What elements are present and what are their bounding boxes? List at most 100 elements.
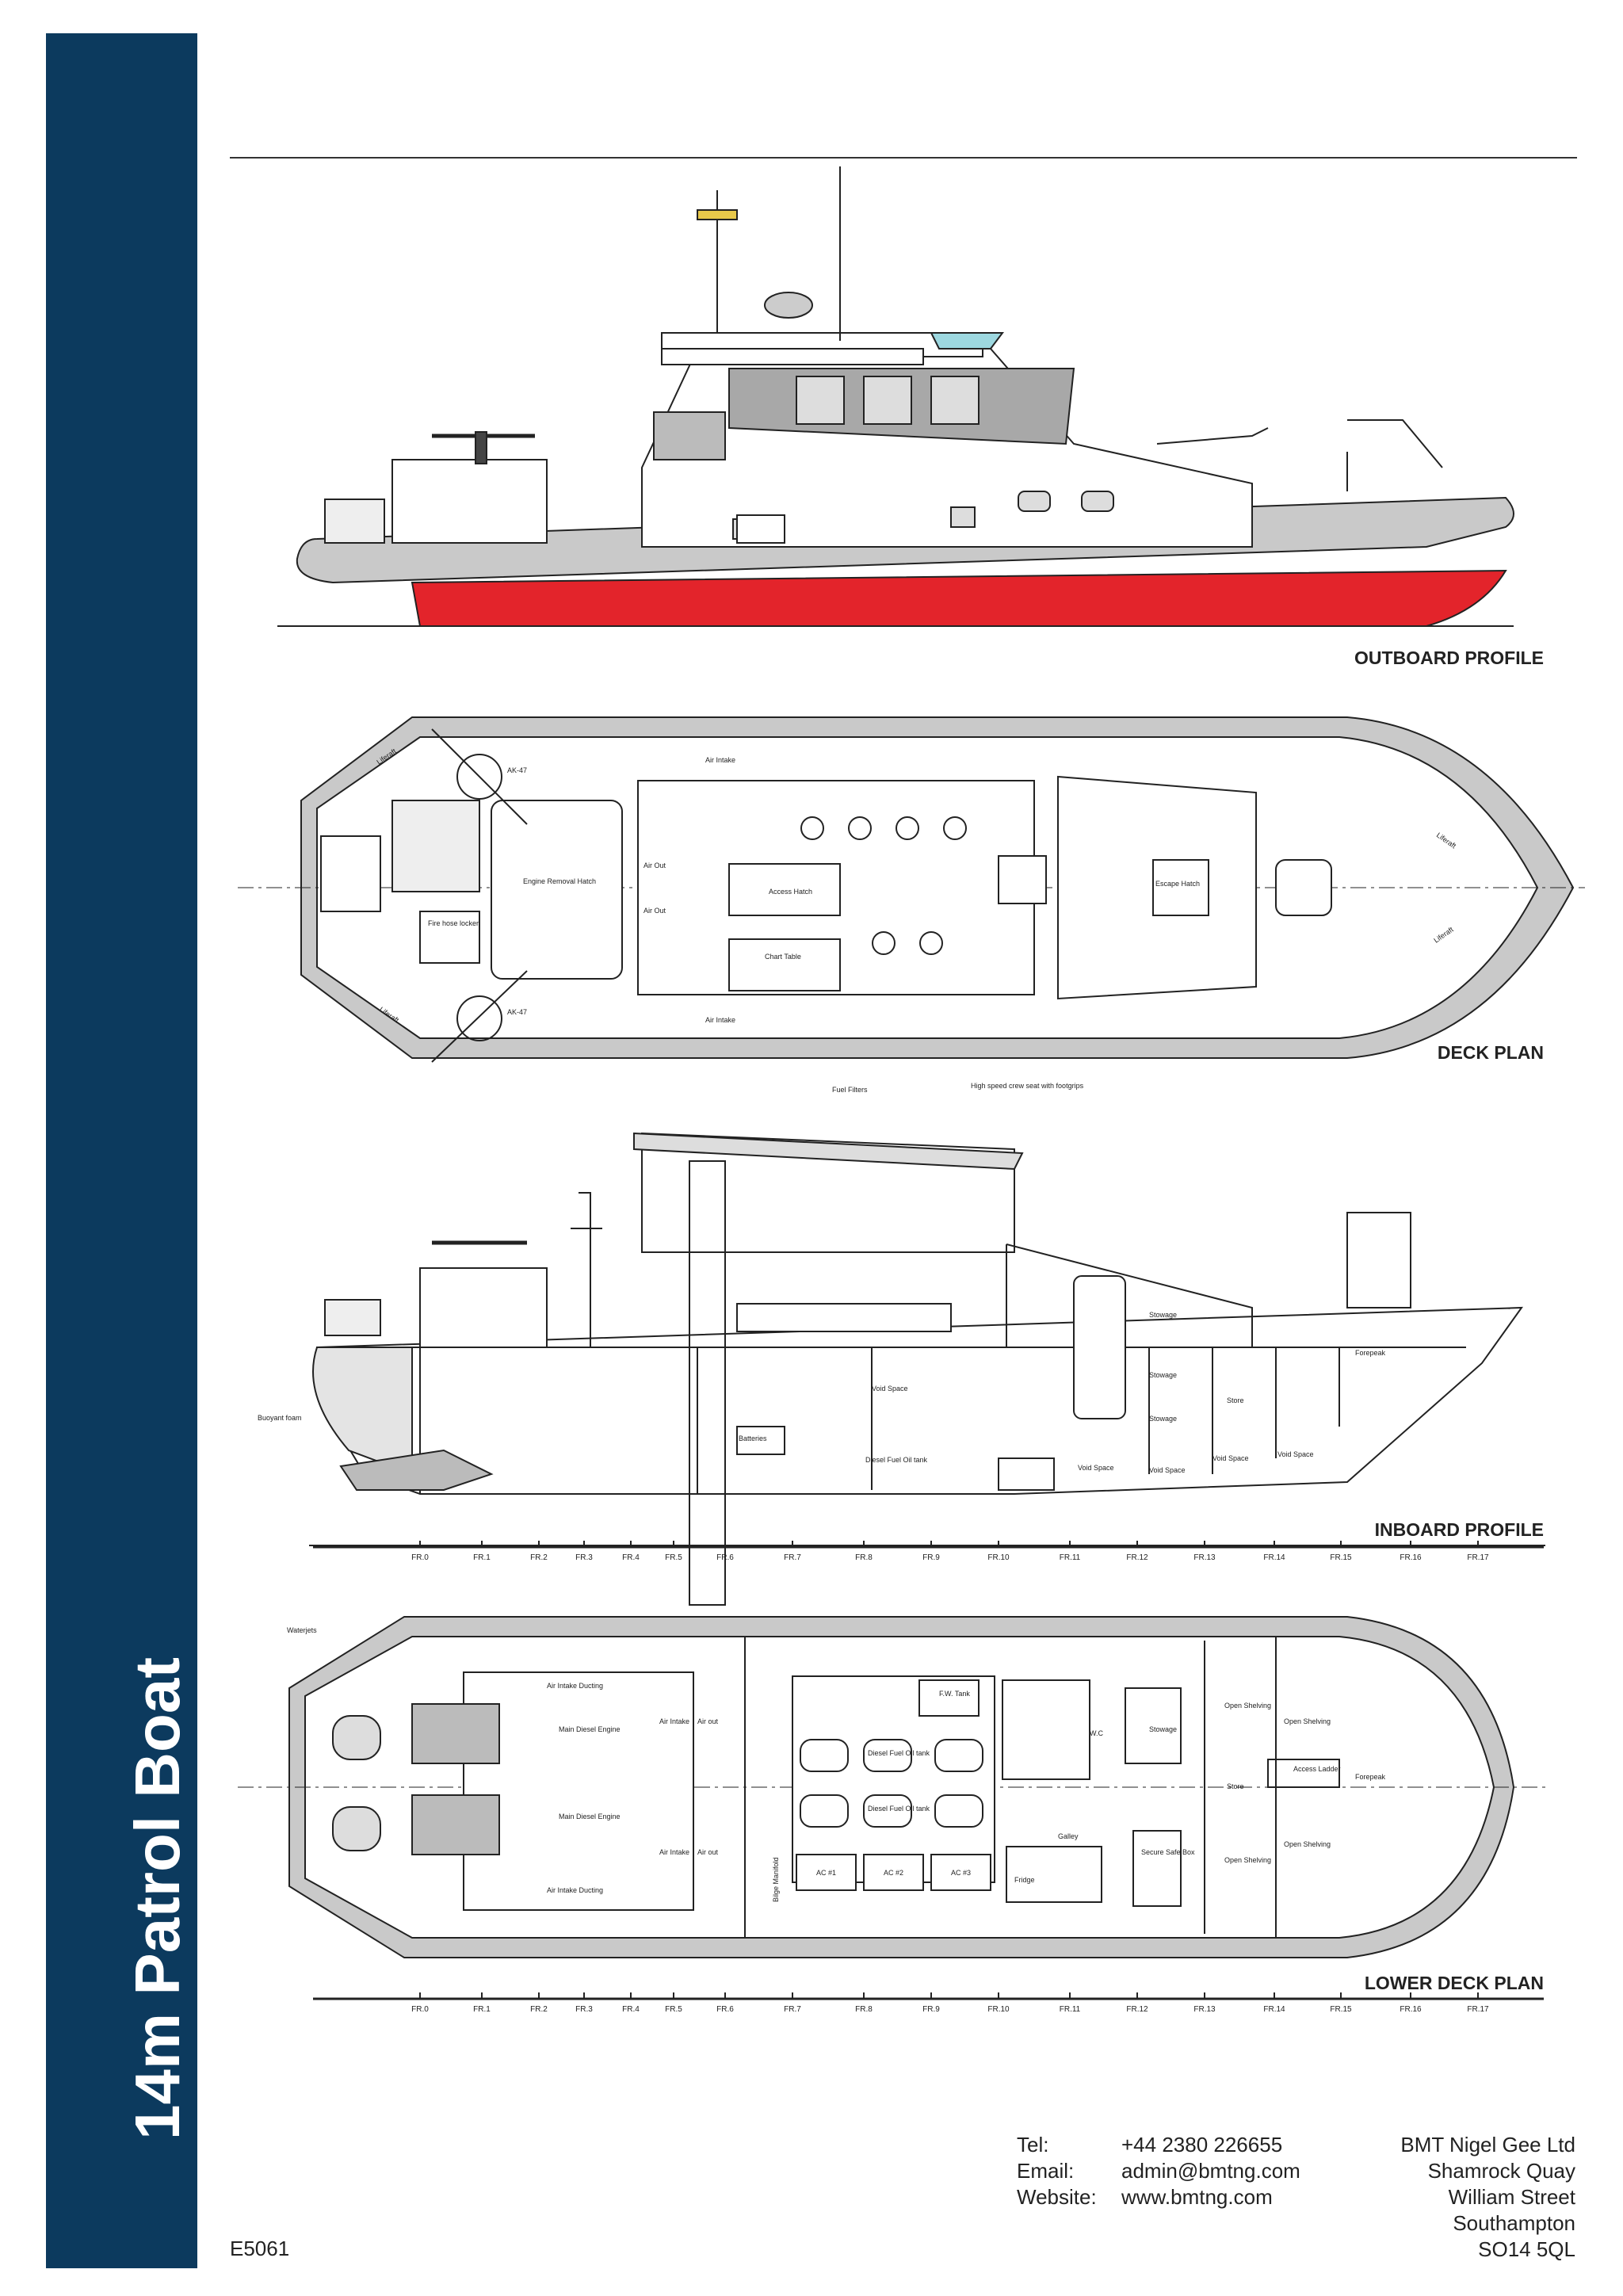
note-air-out: Air out — [697, 1717, 719, 1725]
frame-label: FR.6 — [716, 2005, 734, 2014]
note-engine-removal-hatch: Engine Removal Hatch — [523, 877, 596, 885]
frame-label: FR.10 — [987, 1553, 1010, 1562]
note-diesel-fuel-oil-tank: Diesel Fuel Oil tank — [865, 1456, 928, 1464]
frame-label: FR.9 — [922, 2005, 940, 2014]
frame-label: FR.8 — [855, 2005, 873, 2014]
note-access-ladder: Access Ladder — [1293, 1765, 1341, 1773]
note-fuel-filters: Fuel Filters — [832, 1086, 868, 1094]
note-void-space: Void Space — [1212, 1454, 1249, 1462]
note-open-shelving: Open Shelving — [1224, 1702, 1271, 1710]
note-open-shelving: Open Shelving — [1284, 1840, 1331, 1848]
website-value[interactable]: www.bmtng.com — [1121, 2185, 1273, 2209]
engine-removal-hatch — [491, 800, 623, 980]
note-access-hatch: Access Hatch — [769, 888, 812, 896]
note-fw-tank: F.W. Tank — [939, 1690, 970, 1698]
aft-gun-mount-box — [391, 459, 548, 544]
email-label: Email: — [1017, 2159, 1075, 2183]
frame-label: FR.17 — [1467, 2005, 1489, 2014]
tel-value: +44 2380 226655 — [1121, 2133, 1283, 2157]
frame-label: FR.0 — [411, 1553, 429, 1562]
frame-label: FR.3 — [575, 2005, 593, 2014]
frame-label: FR.17 — [1467, 1553, 1489, 1562]
note-crew-seat: High speed crew seat with footgrips — [971, 1082, 1084, 1090]
sidebar-band — [46, 33, 197, 2268]
outboard-profile-label: OUTBOARD PROFILE — [1354, 648, 1544, 668]
note-chart-table: Chart Table — [765, 953, 801, 961]
frame-label: FR.2 — [530, 1553, 548, 1562]
note-batteries: Batteries — [739, 1435, 767, 1442]
note-void-space: Void Space — [1149, 1466, 1186, 1474]
address-line: SO14 5QL — [1478, 2237, 1575, 2261]
email-value[interactable]: admin@bmtng.com — [1121, 2159, 1300, 2183]
note-air-intake: Air Intake — [705, 1016, 735, 1024]
frame-label: FR.13 — [1193, 2005, 1216, 2014]
note-main-diesel-engine: Main Diesel Engine — [559, 1813, 621, 1820]
note-ac-3: AC #3 — [951, 1869, 971, 1877]
note-void-space: Void Space — [1277, 1450, 1314, 1458]
frame-label: FR.4 — [622, 1553, 640, 1562]
inboard-profile-notes: Buoyant foam Void Space Batteries Diesel… — [258, 1311, 1386, 1474]
note-air-intake: Air Intake — [659, 1717, 689, 1725]
frame-label: FR.5 — [665, 2005, 682, 2014]
note-stowage: Stowage — [1149, 1311, 1177, 1319]
frame-label: FR.1 — [473, 2005, 491, 2014]
inboard-profile-label: INBOARD PROFILE — [1375, 1519, 1544, 1540]
note-main-diesel-engine: Main Diesel Engine — [559, 1725, 621, 1733]
note-void-space: Void Space — [1078, 1464, 1114, 1472]
frame-label: FR.12 — [1126, 1553, 1148, 1562]
note-forepeak: Forepeak — [1355, 1773, 1386, 1781]
frame-label: FR.3 — [575, 1553, 593, 1562]
frame-label: FR.13 — [1193, 1553, 1216, 1562]
frame-label: FR.10 — [987, 2005, 1010, 2014]
frame-label: FR.12 — [1126, 2005, 1148, 2014]
frame-label: FR.16 — [1400, 2005, 1422, 2014]
frame-label: FR.6 — [716, 1553, 734, 1562]
website-label: Website: — [1017, 2185, 1097, 2209]
address-line: Shamrock Quay — [1427, 2159, 1575, 2183]
note-air-intake-ducting: Air Intake Ducting — [547, 1682, 603, 1690]
note-fire-hose-locker: Fire hose locker — [428, 919, 479, 927]
lower-deck-plan-drawing — [238, 1616, 1545, 1958]
note-wc: W.C — [1090, 1729, 1103, 1737]
contact-labels: Tel: Email: Website: — [1017, 2132, 1097, 2210]
frame-label: FR.8 — [855, 1553, 873, 1562]
note-air-intake: Air Intake — [705, 756, 735, 764]
company-address: BMT Nigel Gee Ltd Shamrock Quay William … — [1400, 2132, 1575, 2263]
note-store: Store — [1227, 1782, 1244, 1790]
lower-deck-plan-notes: Waterjets Air Intake Ducting Air Intake … — [287, 1626, 1386, 1902]
frame-label: FR.0 — [411, 2005, 429, 2014]
note-open-shelving: Open Shelving — [1284, 1717, 1331, 1725]
frame-label: FR.11 — [1060, 2005, 1081, 2014]
note-stowage: Stowage — [1149, 1371, 1177, 1379]
note-galley: Galley — [1058, 1832, 1079, 1840]
frame-label: FR.14 — [1263, 1553, 1285, 1562]
note-escape-hatch: Escape Hatch — [1155, 880, 1200, 888]
note-fridge: Fridge — [1014, 1876, 1035, 1884]
contact-values: +44 2380 226655 admin@bmtng.com www.bmtn… — [1121, 2132, 1300, 2210]
note-ac-2: AC #2 — [884, 1869, 903, 1877]
note-diesel-fuel-oil-tank: Diesel Fuel Oil tank — [868, 1749, 930, 1757]
note-void-space: Void Space — [872, 1385, 908, 1392]
note-secure-safe-box: Secure Safe Box — [1141, 1848, 1195, 1856]
note-ac-1: AC #1 — [816, 1869, 836, 1877]
address-line: William Street — [1448, 2185, 1575, 2209]
frame-label: FR.11 — [1060, 1553, 1081, 1562]
note-bilge-manifold: Bilge Manifold — [772, 1857, 780, 1902]
top-rule — [230, 157, 1577, 159]
frame-label: FR.15 — [1330, 2005, 1352, 2014]
frame-label: FR.5 — [665, 1553, 682, 1562]
frame-label: FR.7 — [784, 1553, 801, 1562]
note-air-intake: Air Intake — [659, 1848, 689, 1856]
address-line: Southampton — [1453, 2211, 1575, 2235]
lower-deck-plan-label: LOWER DECK PLAN — [1365, 1973, 1544, 1993]
note-stowage: Stowage — [1149, 1415, 1177, 1423]
frame-label: FR.1 — [473, 1553, 491, 1562]
note-air-out: Air Out — [643, 907, 666, 915]
hull-bottom-red — [411, 569, 1507, 627]
outboard-profile-drawing — [277, 166, 1514, 627]
note-waterjets: Waterjets — [287, 1626, 317, 1634]
note-air-out: Air Out — [643, 861, 666, 869]
frame-label: FR.15 — [1330, 1553, 1352, 1562]
